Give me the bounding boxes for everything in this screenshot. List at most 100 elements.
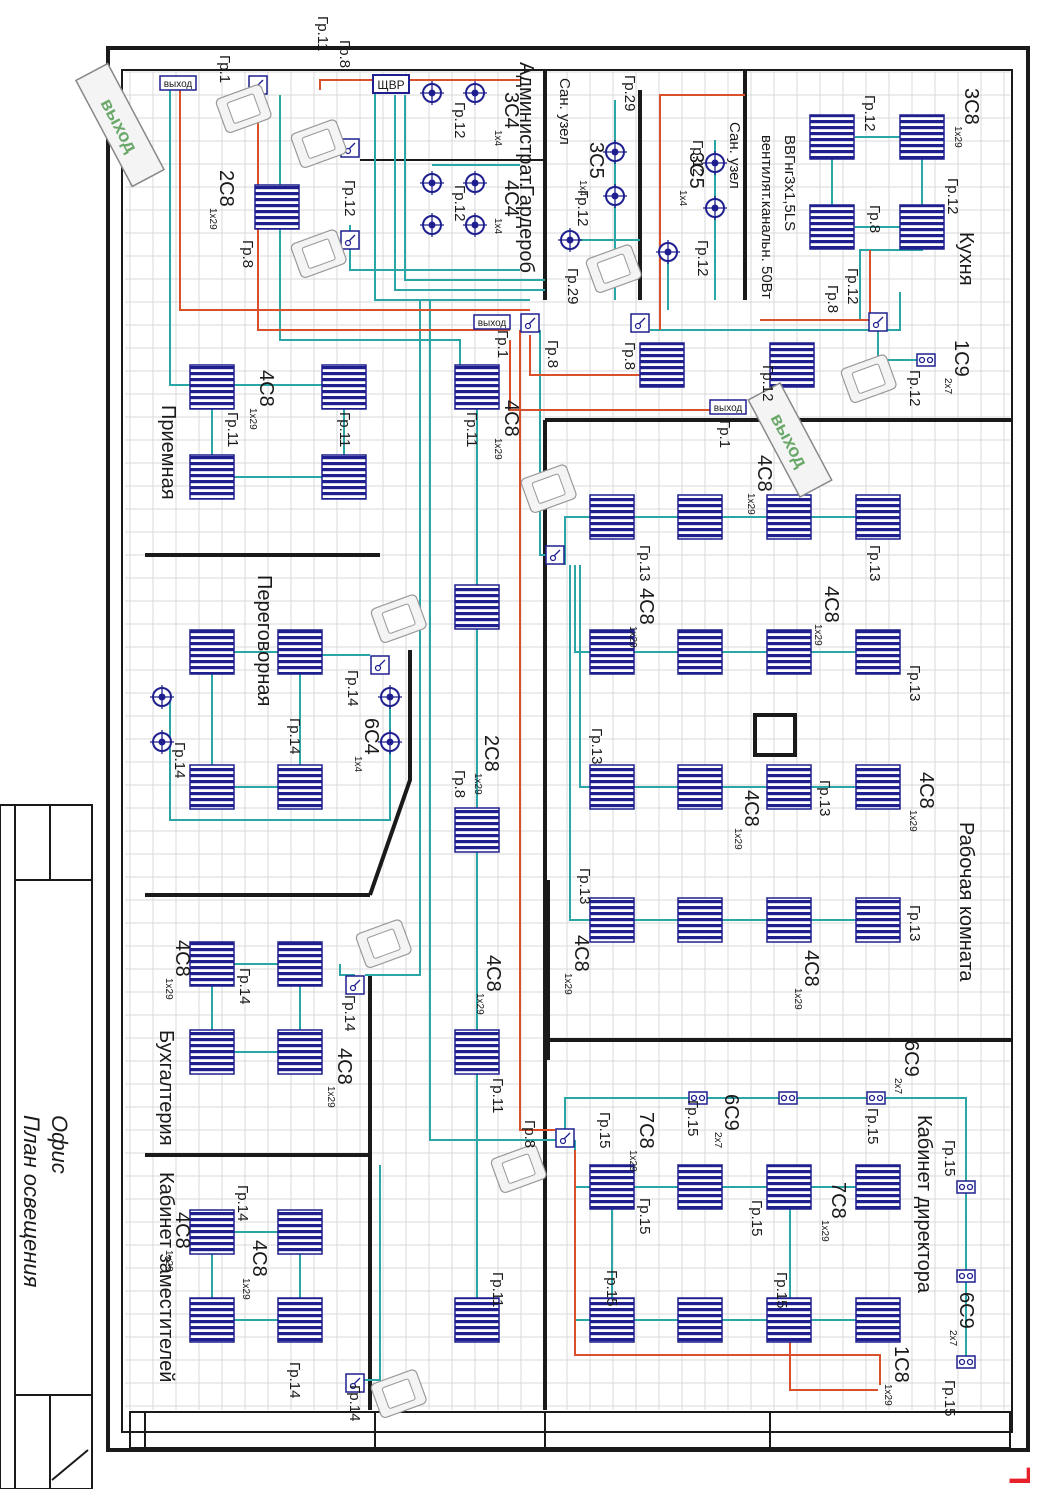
wire-segment xyxy=(574,1140,590,1188)
group-label: Гр.14 xyxy=(234,1185,251,1221)
downlight-icon xyxy=(420,81,444,105)
switch-icon xyxy=(868,312,888,332)
group-label: Гр.15 xyxy=(941,1380,958,1416)
fluorescent-luminaire-icon xyxy=(899,204,945,250)
fluorescent-luminaire-icon xyxy=(899,114,945,160)
wire-segment xyxy=(429,300,565,1141)
fluorescent-luminaire-icon xyxy=(589,629,635,675)
fluorescent-luminaire-icon xyxy=(677,764,723,810)
cable-annotation: ВВГнг3х1,5LS xyxy=(781,135,798,231)
exit-box xyxy=(74,62,166,188)
fluorescent-luminaire-icon xyxy=(277,629,323,675)
panel-label: ЩВР xyxy=(377,78,404,92)
fixture-designation-sup: 1х29 xyxy=(562,973,573,995)
downlight-icon xyxy=(463,213,487,237)
fixture-designation: 6С9 xyxy=(955,1292,977,1329)
fluorescent-luminaire-icon xyxy=(766,1164,812,1210)
brand-mark: L xyxy=(1004,1467,1037,1485)
switches-layer xyxy=(215,75,897,1419)
fluorescent-luminaire-icon xyxy=(589,1164,635,1210)
downlight-icon xyxy=(603,184,627,208)
double-lamp-icon xyxy=(778,1091,798,1105)
window-strip xyxy=(129,1411,1011,1449)
fixture-designation-sup: 1х4 xyxy=(492,130,503,147)
double-lamp-icon xyxy=(956,1355,976,1369)
group-label: Гр.12 xyxy=(451,185,468,221)
fixture-designation-sup: 1х29 xyxy=(207,208,218,230)
wire-segment xyxy=(509,340,720,411)
switch-plate-icon xyxy=(840,354,897,404)
fluorescent-luminaire-icon xyxy=(189,764,235,810)
fluorescent-luminaire-icon xyxy=(254,184,300,230)
fixture-designation: 4С8 xyxy=(915,772,937,809)
downlight-icon xyxy=(378,685,402,709)
fixture-designation: 4С8 xyxy=(570,935,592,972)
double-lamp-icon xyxy=(916,353,936,367)
fluorescent-luminaire-icon xyxy=(589,1297,635,1343)
fluorescent-luminaire-icon xyxy=(277,764,323,810)
fluorescent-luminaire-icon xyxy=(855,1164,901,1210)
group-label: Гр.1 xyxy=(716,420,733,448)
panel-box xyxy=(372,74,410,94)
fixture-designation: 7С8 xyxy=(827,1182,849,1219)
fluorescent-luminaire-icon xyxy=(189,1297,235,1343)
exit-box xyxy=(747,381,833,499)
fixture-designation: 4С8 xyxy=(333,1048,355,1085)
fixture-designation-sup: 1х4 xyxy=(352,756,363,773)
group-label: Гр.13 xyxy=(636,545,653,581)
fixture-designation-sup: 1х29 xyxy=(474,993,485,1015)
fluorescent-luminaire-icon xyxy=(277,1297,323,1343)
switch-plate-icon xyxy=(290,119,347,169)
switch-plate-icon xyxy=(520,464,577,514)
group-label: Гр.15 xyxy=(864,1108,881,1144)
group-label: Гр.11 xyxy=(314,16,331,51)
fixture-designation-sup: 1х29 xyxy=(732,828,743,850)
fluorescent-luminaire-icon xyxy=(189,1029,235,1075)
switch-icon xyxy=(630,313,650,333)
fixture-designation-sup: 2х7 xyxy=(947,1330,958,1347)
room-label-deputies: Кабинет заместителей xyxy=(155,1172,177,1382)
wire-segment xyxy=(319,79,520,90)
fluorescent-luminaire-icon xyxy=(454,1029,500,1075)
fixture-designation-sup: 1х4 xyxy=(492,218,503,235)
fluorescent-luminaire-icon xyxy=(454,1297,500,1343)
fixture-designation: 4С8 xyxy=(740,790,762,827)
wire-segment xyxy=(404,95,545,281)
exit-sign-small-2: выход xyxy=(473,314,511,330)
fixture-designation: 6С9 xyxy=(900,1040,922,1077)
downlight-icon xyxy=(703,196,727,220)
fixture-designation: 4С8 xyxy=(800,950,822,987)
group-label: Гр.8 xyxy=(336,40,353,68)
fixture-designation-sup: 1х29 xyxy=(163,1250,174,1272)
wire-segment xyxy=(365,300,421,976)
fixture-designation-sup: 2х7 xyxy=(712,1132,723,1149)
column xyxy=(753,713,797,757)
fluorescent-luminaire-icon xyxy=(769,342,815,388)
fluorescent-luminaire-icon xyxy=(766,897,812,943)
wire-segment xyxy=(169,697,391,821)
fluorescent-luminaire-icon xyxy=(277,941,323,987)
downlight-icon xyxy=(150,730,174,754)
fluorescent-luminaire-icon xyxy=(677,1297,723,1343)
group-label: Гр.11 xyxy=(336,412,353,447)
fixture-designation-sup: 1х29 xyxy=(240,1278,251,1300)
group-label: Гр.12 xyxy=(759,365,776,401)
switch-plate-icon xyxy=(370,1369,427,1419)
fluorescent-luminaire-icon xyxy=(189,364,235,410)
fluorescent-luminaire-icon xyxy=(855,1297,901,1343)
fixture-designation-sup: 1х29 xyxy=(492,438,503,460)
room-label-wc2: Сан. узел xyxy=(726,122,743,189)
switch-icon xyxy=(345,1373,365,1393)
group-label: Гр.12 xyxy=(861,95,878,131)
group-label: Гр.8 xyxy=(866,205,883,233)
room-labels: Администрат. Гардероб Сан. узел Сан. узе… xyxy=(155,62,977,1382)
wire-segment xyxy=(574,565,590,653)
group-label: Гр.14 xyxy=(286,718,303,754)
downlight-icon xyxy=(603,140,627,164)
fluorescent-luminaire-icon xyxy=(766,629,812,675)
fixture-designation-sup: 1х29 xyxy=(952,126,963,148)
double-lamp-icon xyxy=(688,1091,708,1105)
wire-segment xyxy=(339,964,355,976)
switch-plate-icon xyxy=(355,919,412,969)
group-labels: Гр.1Гр.11Гр.8Гр.12Гр.12Гр.12Гр.29Гр.12Гр… xyxy=(171,16,961,1421)
